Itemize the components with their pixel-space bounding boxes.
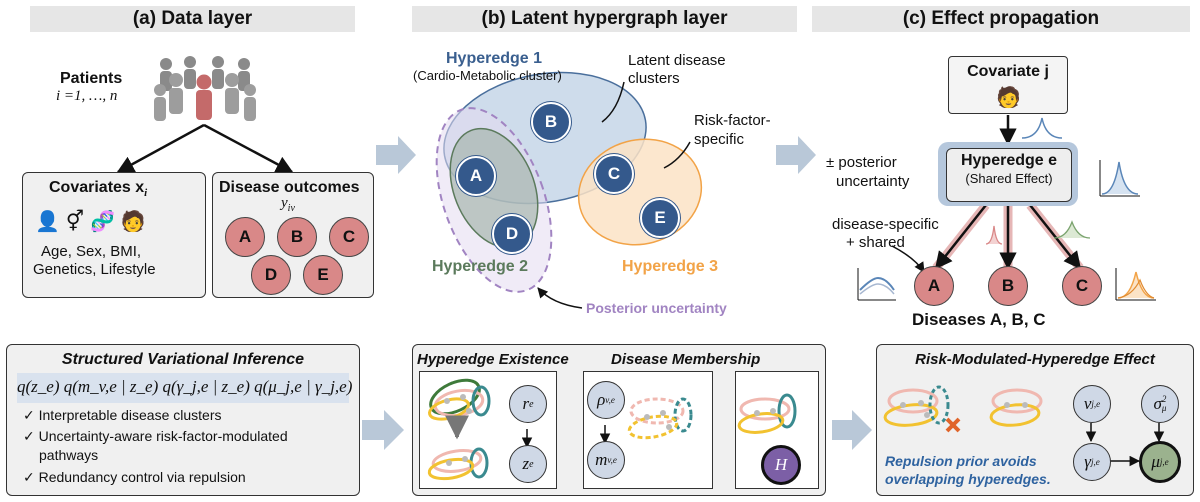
svi-bullet-1: ✓ Interpretable disease clusters xyxy=(23,407,222,423)
density-plot-icon xyxy=(1099,160,1140,197)
person-icon: 👤 xyxy=(35,211,66,233)
patients-index: i =1, …, n xyxy=(56,88,118,104)
dna-icon: 🧬 xyxy=(89,211,121,233)
covariate-j-box: Covariate j 🧑 xyxy=(948,56,1068,114)
disease-a: A xyxy=(225,217,265,257)
svi-bullet-2-cont: pathways xyxy=(39,447,99,463)
outcomes-title: Disease outcomes xyxy=(219,179,360,196)
disease-specific-line2: + shared xyxy=(846,234,905,251)
repulsion-caption-line1: Repulsion prior avoids xyxy=(885,453,1037,469)
svi-bullet-2: ✓ Uncertainty-aware risk-factor-modulate… xyxy=(23,428,288,444)
hyperedge-3-label: Hyperedge 3 xyxy=(622,258,719,275)
hypergraph-node-b: B xyxy=(531,102,571,142)
hypergraph-node-c: C xyxy=(594,154,634,194)
hypergraph-node-a: A xyxy=(456,156,496,196)
covariates-list-line2: Genetics, Lifestyle xyxy=(33,261,156,278)
covariate-icons: 👤⚥🧬🧑 xyxy=(35,209,152,234)
effect-disease-b: B xyxy=(988,266,1028,306)
hyperedge-1-subtitle: (Cardio-Metabolic cluster) xyxy=(413,68,562,83)
transfer-arrow-bottom-2 xyxy=(832,410,872,450)
risk-label-line1: Risk-factor- xyxy=(694,112,771,129)
shared-effect-label: (Shared Effect) xyxy=(965,171,1053,186)
transfer-arrow-ab xyxy=(376,136,416,174)
repulsion-caption-line2: overlapping hyperedges. xyxy=(885,471,1051,487)
title-data-layer: (a) Data layer xyxy=(30,6,355,32)
density-plot-left-icon xyxy=(857,268,896,301)
hyperedge-existence-title: Hyperedge Existence xyxy=(417,351,569,368)
existence-membership-panel: Hyperedge Existence Disease Membership r… xyxy=(412,344,826,496)
gender-icon: ⚥ xyxy=(65,211,90,233)
outcomes-var: yiv xyxy=(281,195,295,214)
covariates-title: Covariates xi xyxy=(49,179,148,200)
doctor-icon: 🧑 xyxy=(996,87,1021,109)
x-mark-icon xyxy=(945,417,961,433)
uncertainty-label-line2: uncertainty xyxy=(836,173,910,190)
title-effect-propagation: (c) Effect propagation xyxy=(812,6,1190,32)
covariates-panel: Covariates xi 👤⚥🧬🧑 Age, Sex, BMI, Geneti… xyxy=(22,172,206,298)
density-curve-icon xyxy=(1021,117,1063,139)
hypergraph-node-d: D xyxy=(492,214,532,254)
density-plot-right-icon xyxy=(1115,268,1156,301)
risk-modulated-title: Risk-Modulated-Hyperedge Effect xyxy=(915,351,1155,368)
doctor-icon: 🧑 xyxy=(120,211,152,233)
repulsion-drawings xyxy=(883,385,1165,467)
disease-e: E xyxy=(303,255,343,295)
hyperedge-e-box: Hyperedge e (Shared Effect) xyxy=(946,148,1072,202)
svi-title: Structured Variational Inference xyxy=(61,351,305,368)
svi-bullet-3: ✓ Redundancy control via repulsion xyxy=(23,469,246,485)
disease-outcomes-panel: Disease outcomes yiv A B C D E xyxy=(212,172,374,298)
latent-label-line1: Latent disease xyxy=(628,52,726,69)
hyperedge-e-label: Hyperedge e xyxy=(960,152,1058,169)
transfer-arrow-bc xyxy=(776,136,816,174)
risk-label-line2: specific xyxy=(694,131,745,148)
covariates-list-line1: Age, Sex, BMI, xyxy=(41,243,142,260)
svi-panel: Structured Variational Inference q(z_e) … xyxy=(6,344,360,496)
uncertainty-label-line1: ± posterior xyxy=(826,154,897,171)
svi-formula: q(z_e) q(m_v,e | z_e) q(γ_j,e | z_e) q(μ… xyxy=(17,377,353,396)
mini-hypergraph-drawings xyxy=(427,378,797,481)
hyperedge-1-title: Hyperedge 1 xyxy=(446,50,543,67)
svi-formula-box: q(z_e) q(m_v,e | z_e) q(γ_j,e | z_e) q(μ… xyxy=(17,373,353,403)
node-h: H xyxy=(761,445,801,485)
diseases-caption: Diseases A, B, C xyxy=(912,310,1046,329)
people-crowd-icon xyxy=(154,56,256,121)
latent-label-line2: clusters xyxy=(628,70,680,87)
disease-d: D xyxy=(251,255,291,295)
hyperedge-2-label: Hyperedge 2 xyxy=(432,258,529,275)
disease-membership-title: Disease Membership xyxy=(611,351,761,368)
transfer-arrow-bottom-1 xyxy=(362,410,404,450)
covariate-j-label: Covariate j xyxy=(967,63,1049,80)
posterior-uncertainty-label: Posterior uncertainty xyxy=(586,300,727,316)
effect-disease-c: C xyxy=(1062,266,1102,306)
disease-c: C xyxy=(329,217,369,257)
disease-specific-line1: disease-specific xyxy=(832,216,939,233)
disease-b: B xyxy=(277,217,317,257)
effect-disease-a: A xyxy=(914,266,954,306)
patients-label: Patients xyxy=(60,70,123,87)
title-hypergraph-layer: (b) Latent hypergraph layer xyxy=(412,6,797,32)
hypergraph-node-e: E xyxy=(640,198,680,238)
